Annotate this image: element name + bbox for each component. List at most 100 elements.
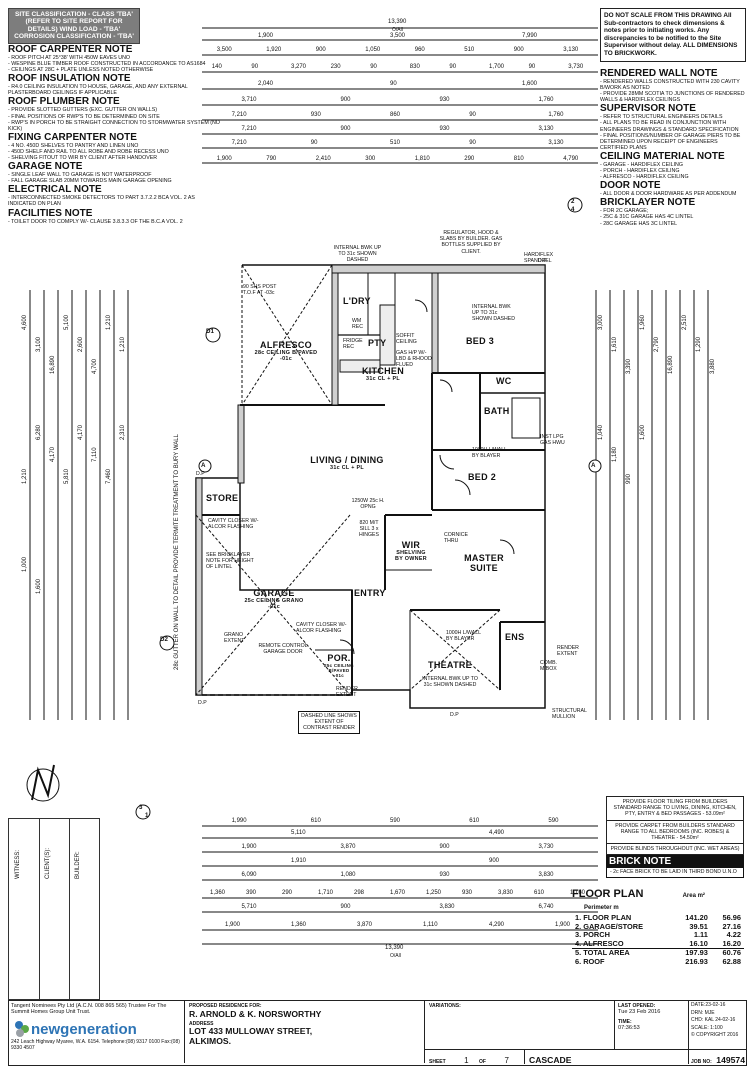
dims-top-dim: 1,900 bbox=[216, 156, 232, 162]
dims-bottom-dim: 1,670 bbox=[390, 890, 406, 896]
flooring-note-1: PROVIDE FLOOR TILING FROM BUILDERS STAND… bbox=[606, 796, 744, 821]
dims-bottom-dim: 1,900 bbox=[241, 844, 257, 850]
room-laundry: L'DRY bbox=[343, 296, 371, 306]
dims-bottom-dim: 3,830 bbox=[439, 904, 455, 910]
dims-right-dim: 3,880 bbox=[710, 358, 716, 374]
note-comb: COMB. M/BOX bbox=[540, 660, 558, 673]
left-notes-title-1: ROOF INSULATION NOTE bbox=[8, 73, 131, 85]
marker-d2 bbox=[159, 635, 175, 651]
dims-bottom-dim: 590 bbox=[548, 818, 559, 824]
flooring-notes: PROVIDE FLOOR TILING FROM BUILDERS STAND… bbox=[606, 796, 744, 878]
left-notes-line: - RWP'S IN PORCH TO BE STRAIGHT CONNECTI… bbox=[8, 119, 220, 132]
note-dashed-line: DASHED LINE SHOWS EXTENT OF CONTRAST REN… bbox=[298, 711, 360, 734]
of-label: OF bbox=[479, 1059, 486, 1065]
dims-bottom-dim: 900 bbox=[340, 904, 351, 910]
right-notes-title-2: CEILING MATERIAL NOTE bbox=[600, 150, 725, 162]
dims-bottom-dim: 1,360 bbox=[210, 890, 226, 896]
right-notes-title-4: BRICKLAYER NOTE bbox=[600, 197, 696, 209]
area-table-cell: 6. ROOF bbox=[575, 956, 605, 966]
dims-top-dim: 90 bbox=[370, 64, 377, 70]
dims-top-dim: 810 bbox=[513, 156, 524, 162]
dims-top-dim: 830 bbox=[409, 64, 420, 70]
note-bwk-top: INTERNAL BWK UP TO 31c SHOWN DASHED bbox=[333, 245, 382, 264]
dims-right-dim: 16,890 bbox=[668, 355, 674, 374]
note-structural: STRUCTURAL MULLION bbox=[552, 708, 587, 721]
dims-bottom-dim: 610 bbox=[310, 818, 321, 824]
sheet-number: 1 bbox=[464, 1056, 469, 1065]
dims-top-dim: 90 bbox=[251, 64, 259, 70]
area-table-cell: 39.51 bbox=[689, 921, 708, 931]
dims-bottom-dim: 3,870 bbox=[340, 844, 356, 850]
time-label: TIME: bbox=[618, 1019, 632, 1025]
dims-top-dim: 1,810 bbox=[414, 156, 430, 162]
left-notes: ROOF CARPENTER NOTE- ROOF PITCH AT 25°38… bbox=[8, 44, 220, 225]
right-notes-line: - ALFRESCO - HARDIFLEX CEILING bbox=[600, 174, 689, 181]
left-notes-line: - ROOF PITCH AT 25°38' WITH 450W EAVES U… bbox=[8, 55, 131, 61]
right-notes-title-3: DOOR NOTE bbox=[600, 180, 661, 192]
dims-top-dim: 1,900 bbox=[258, 33, 274, 39]
col-perimeter: Perimeter m bbox=[584, 905, 619, 911]
dims-bottom-dim: 290 bbox=[282, 890, 293, 896]
area-table-cell: 16.10 bbox=[689, 938, 708, 948]
dims-top-dim: 7,210 bbox=[241, 126, 257, 132]
site-classification-box: SITE CLASSIFICATION - CLASS 'TBA' (REFER… bbox=[8, 8, 140, 44]
dp-label-4: D.P bbox=[538, 258, 547, 264]
left-notes-line: - FINAL POSITIONS OF RWP'S TO BE DETERMI… bbox=[8, 113, 160, 120]
dims-bottom-dim: 5,710 bbox=[241, 904, 257, 910]
note-shs: 90 SHS POST T.O.F AT -03c bbox=[243, 284, 277, 297]
dims-left-dim: 1,000 bbox=[22, 556, 28, 572]
right-notes-line: - REFER TO STRUCTURAL ENGINEERS DETAILS bbox=[600, 114, 723, 121]
right-notes-line: - 25c & 31c GARAGE HAS 4c LINTEL bbox=[600, 214, 694, 221]
room-entry: ENTRY bbox=[354, 588, 386, 598]
brick-note-title: BRICK NOTE bbox=[606, 855, 744, 869]
left-notes-title-3: FIXING CARPENTER NOTE bbox=[8, 131, 137, 143]
left-notes-title-5: ELECTRICAL NOTE bbox=[8, 184, 102, 196]
dim-overall-bottom-oa: O/All bbox=[390, 953, 401, 959]
dims-top-dim: 930 bbox=[439, 126, 450, 132]
note-regulator: REGULATOR, HOOD & SLABS BY BUILDER. GAS … bbox=[439, 230, 503, 255]
left-notes-line: - WESPINE BLUE TIMBER ROOF CONSTRUCTED I… bbox=[8, 61, 206, 68]
brick-note-text: - 2c FACE BRICK TO BE LAID IN THIRD BOND… bbox=[606, 868, 744, 878]
dims-bottom-dim: 1,910 bbox=[291, 858, 307, 864]
dims-right-dim: 1,180 bbox=[612, 446, 618, 462]
warning-box: DO NOT SCALE FROM THIS DRAWING All Sub-c… bbox=[600, 8, 746, 62]
dims-top-dim: 930 bbox=[310, 112, 321, 118]
job-cell: JOB NO: 149574 bbox=[689, 1049, 746, 1065]
note-fridge: FRIDGE REC bbox=[343, 338, 363, 351]
note-cavity1: CAVITY CLOSER W/- ALCOR FLASHING bbox=[208, 518, 259, 531]
note-wm: WM REC bbox=[352, 318, 363, 331]
date-line: DATE:23-02-16 bbox=[691, 1002, 726, 1008]
company-cell: Tangent Nominees Pty Ltd (A.C.N. 008 865… bbox=[9, 1001, 185, 1063]
room-wc: WC bbox=[496, 376, 512, 386]
sheet-total: 7 bbox=[504, 1056, 509, 1065]
dims-right-dim: 3,000 bbox=[598, 314, 604, 330]
right-notes-line: - FINAL POSITIONS/NUMBER OF GARAGE PIERS… bbox=[600, 132, 741, 151]
note-gutter: 28c GUTTER ON WALL TO DETAIL PROVIDE TER… bbox=[174, 434, 180, 670]
drawn-by: DRN: MJE bbox=[691, 1009, 715, 1016]
note-spandrel: HARDIFLEX SPANDREL bbox=[524, 252, 554, 265]
col-area: Area m² bbox=[682, 893, 705, 899]
dims-top-dim: 900 bbox=[513, 47, 524, 53]
dims-bottom-dim: 610 bbox=[469, 818, 480, 824]
north-arrow bbox=[26, 764, 60, 802]
dims-bottom-dim: 930 bbox=[462, 890, 473, 896]
last-opened-label: LAST OPENED: bbox=[618, 1003, 656, 1009]
sheet-cell: SHEET 1 OF 7 bbox=[425, 1049, 525, 1065]
dims-bottom-dim: 590 bbox=[390, 818, 401, 824]
dims-left-dim: 1,210 bbox=[120, 336, 126, 352]
room-master-suite: MASTER SUITE bbox=[464, 553, 504, 573]
client-name: R. ARNOLD & K. NORSWORTHY bbox=[189, 1009, 322, 1019]
dims-top-dim: 90 bbox=[469, 140, 476, 146]
dims-bottom-dim: 930 bbox=[439, 872, 450, 878]
left-notes-line: - CEILINGS AT 28c + PLATE UNLESS NOTED O… bbox=[8, 67, 154, 74]
note-livwall: 1000H L/WALL BY BLAYER bbox=[472, 447, 507, 460]
note-render-extent: RENDER EXTENT bbox=[336, 686, 358, 699]
warning-text: DO NOT SCALE FROM THIS DRAWING All Sub-c… bbox=[604, 12, 738, 57]
company-address: 242 Leach Highway Myaree, W.A. 6154. Tel… bbox=[11, 1039, 180, 1051]
floor-plan-area-table: FLOOR PLAN Area m² Perimeter m 1. FLOOR … bbox=[572, 888, 744, 967]
right-notes-line: - RENDERED WALLS CONSTRUCTED WITH 230 CA… bbox=[600, 79, 740, 92]
